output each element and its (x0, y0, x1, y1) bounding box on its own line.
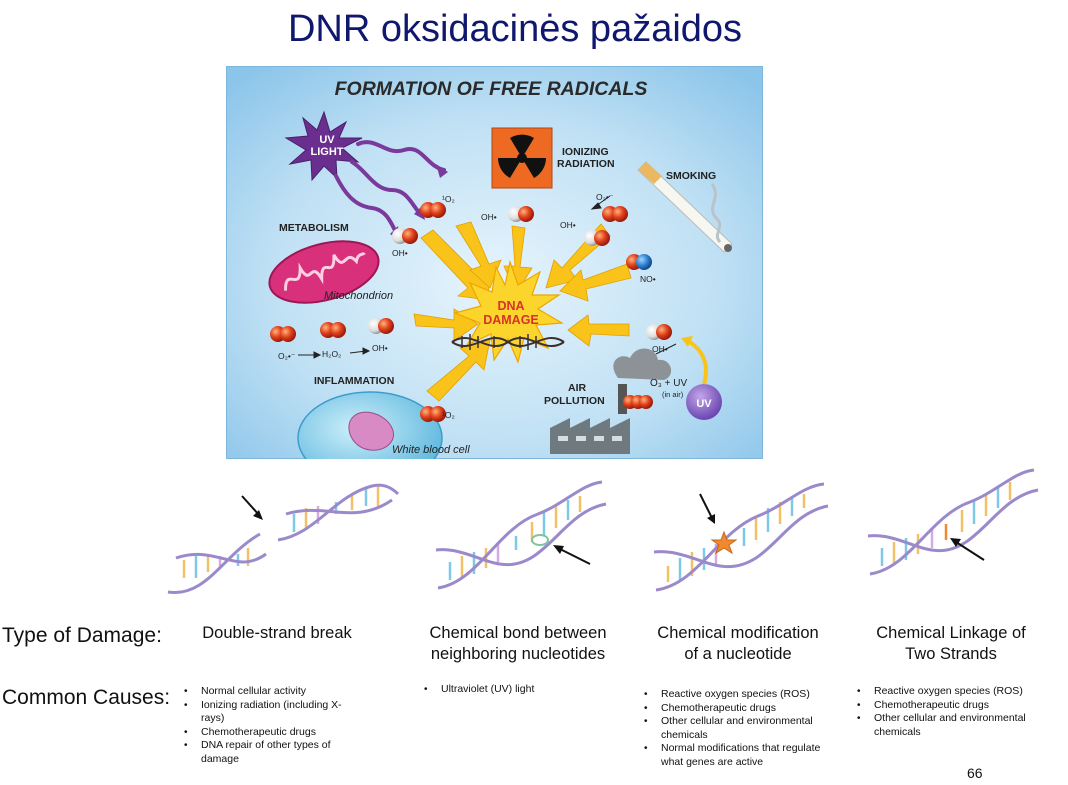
nitric-oxide-label: NO• (640, 274, 656, 284)
list-item: Chemotherapeutic drugs (644, 702, 834, 716)
nucleotide-modification-dna-icon (653, 482, 829, 592)
uv-label: UV (319, 134, 335, 146)
list-item: Chemotherapeutic drugs (857, 699, 1057, 713)
hydroxyl-label-5: OH• (652, 344, 668, 354)
damage-type-double-strand-break: Double-strand break (202, 624, 352, 642)
slide-title: DNR oksidacinės pažaidos (287, 8, 743, 50)
singlet-oxygen-label: ¹O₂ (442, 194, 455, 204)
superoxide-label-2: O₂•⁻ (278, 351, 295, 361)
peroxide-label: H₂O₂ (322, 349, 341, 359)
causes-list-double-strand-break: Normal cellular activity Ionizing radiat… (184, 685, 364, 766)
inflammation-label: INFLAMMATION (314, 375, 394, 387)
mitochondrion-label: Mitochondrion (324, 290, 393, 302)
hydroxyl-label-3: OH• (560, 220, 576, 230)
cigarette-icon (637, 161, 733, 253)
hydroxyl-label-4: OH• (372, 343, 388, 353)
list-item: Reactive oxygen species (ROS) (644, 688, 834, 702)
white-blood-cell-icon (297, 391, 443, 459)
damage-type-nucleotide-bond: Chemical bond between neighboring nucleo… (429, 624, 607, 663)
figure-title: FORMATION OF FREE RADICALS (335, 78, 648, 100)
list-item: DNA repair of other types of damage (184, 739, 364, 766)
list-item: Chemotherapeutic drugs (184, 726, 364, 740)
nucleotide-bond-dna-icon (435, 480, 607, 590)
smoking-label: SMOKING (666, 170, 716, 182)
list-item: Other cellular and environmental chemica… (644, 715, 834, 742)
hydroxyl-label-2: OH• (481, 212, 497, 222)
list-item: Normal modifications that regulate what … (644, 742, 834, 769)
ozone-label: O₃ + UV (650, 378, 687, 389)
list-item: Normal cellular activity (184, 685, 364, 699)
strand-linkage-dna-icon (867, 468, 1039, 576)
damage-type-nucleotide-modification: Chemical modification of a nucleotide (657, 624, 819, 663)
causes-list-nucleotide-bond: Ultraviolet (UV) light (424, 683, 614, 697)
damage-type-strand-linkage: Chemical Linkage of Two Strands (876, 624, 1026, 663)
type-of-damage-label: Type of Damage: (2, 624, 162, 647)
causes-list-strand-linkage: Reactive oxygen species (ROS) Chemothera… (857, 685, 1057, 739)
in-air-label: (in air) (662, 390, 684, 399)
common-causes-label: Common Causes: (2, 686, 171, 709)
light-label: LIGHT (311, 146, 344, 158)
uv-light-icon: UV LIGHT (284, 110, 363, 182)
causes-list-nucleotide-modification: Reactive oxygen species (ROS) Chemothera… (644, 688, 834, 769)
dna-label: DNA (497, 299, 524, 313)
metabolism-label: METABOLISM (279, 222, 349, 234)
white-blood-cell-label: White blood cell (392, 444, 470, 456)
center-dna-icon (451, 334, 565, 350)
pollution-label: POLLUTION (544, 395, 605, 407)
superoxide-label-1: O₂•⁻ (596, 192, 613, 202)
ionizing-label: IONIZING (562, 146, 609, 158)
list-item: Ultraviolet (UV) light (424, 683, 614, 697)
double-strand-break-dna-icon (167, 483, 400, 594)
radiation-icon (491, 127, 553, 189)
uv-sun-icon (686, 384, 722, 420)
singlet-oxygen-label-2: ¹O₂ (442, 410, 455, 420)
molecules (270, 202, 672, 422)
air-label: AIR (568, 382, 587, 394)
damage-label: DAMAGE (483, 313, 539, 327)
list-item: Ionizing radiation (including X-rays) (184, 699, 364, 726)
uv-small-label: UV (696, 398, 712, 410)
radiation-label: RADIATION (557, 158, 615, 170)
list-item: Other cellular and environmental chemica… (857, 712, 1057, 739)
free-radicals-figure: DNA DAMAGE FORMATION OF FREE RADICALS UV… (226, 66, 763, 459)
mitochondrion-icon (268, 240, 380, 304)
list-item: Reactive oxygen species (ROS) (857, 685, 1057, 699)
page-number: 66 (967, 765, 983, 781)
hydroxyl-label-1: OH• (392, 248, 408, 258)
factory-icon (550, 348, 672, 454)
